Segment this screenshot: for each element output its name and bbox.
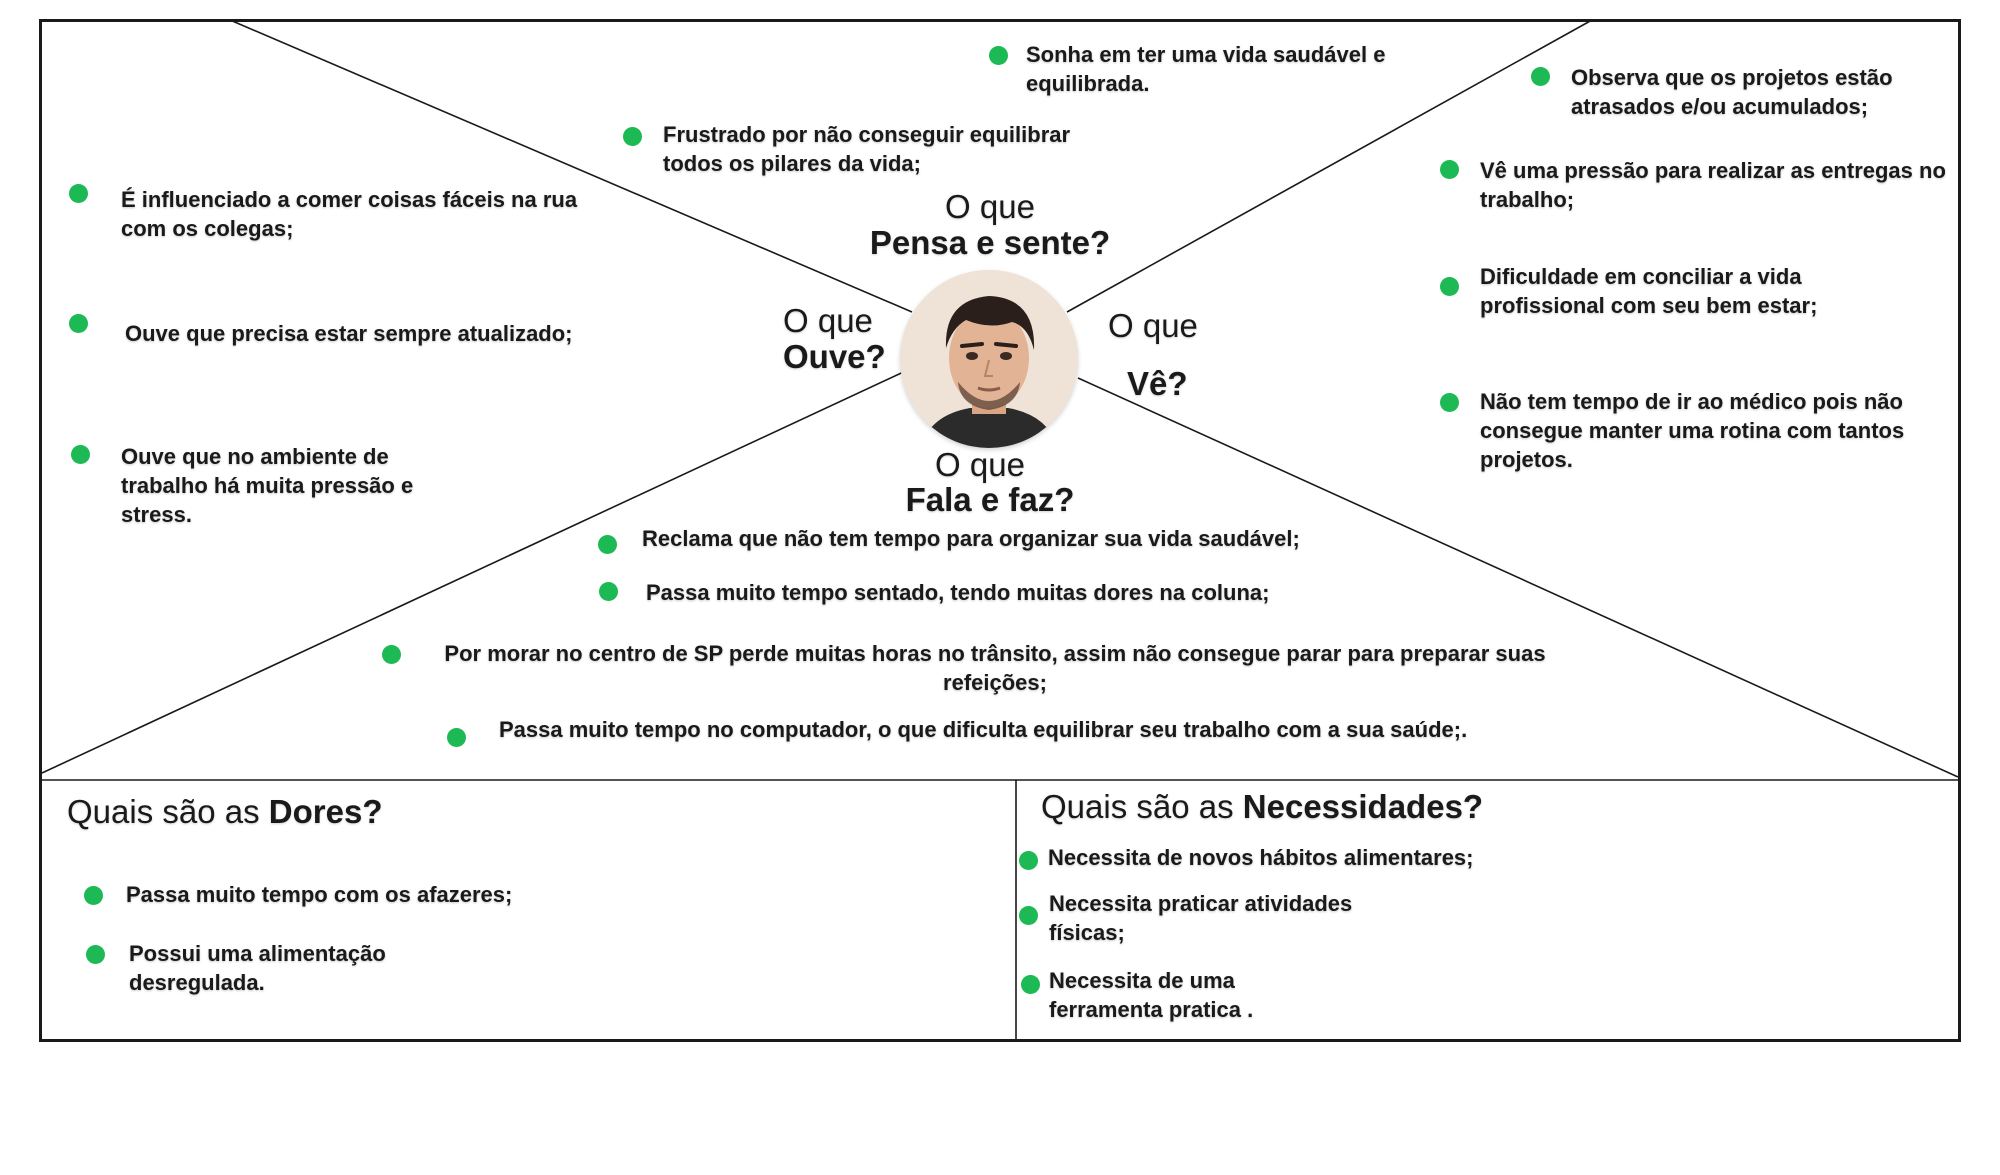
ve-heading-bold: Vê? [1127, 365, 1188, 402]
bullet-dot [84, 886, 103, 905]
necessidades-item: Necessita de novos hábitos alimentares; [1048, 845, 1474, 870]
bullet-dot [598, 535, 617, 554]
fala-heading-light: O que [935, 446, 1025, 483]
ouve-heading-bold: Ouve? [783, 338, 886, 375]
ouve-heading-light: O que [783, 302, 873, 339]
bullet-dot [69, 314, 88, 333]
pensa-item: Sonha em ter uma vida saudável e equilib… [1026, 42, 1386, 96]
dores-item: Possui uma alimentação desregulada. [129, 941, 386, 995]
fala-item: Passa muito tempo no computador, o que d… [499, 717, 1468, 742]
bullet-dot [69, 184, 88, 203]
ve-item: Dificuldade em conciliar a vida profissi… [1480, 264, 1818, 318]
dores-item: Passa muito tempo com os afazeres; [126, 882, 513, 907]
necessidades-item: Necessita praticar atividades físicas; [1049, 891, 1353, 945]
fala-item: Por morar no centro de SP perde muitas h… [444, 641, 1546, 695]
ouve-item: Ouve que no ambiente de trabalho há muit… [121, 444, 414, 527]
bullet-dot [1531, 67, 1550, 86]
ve-item: Não tem tempo de ir ao médico pois não c… [1480, 389, 1905, 472]
bullet-dot [1440, 160, 1459, 179]
necessidades-title: Quais são as Necessidades? [1041, 787, 1483, 827]
bullet-dot [989, 46, 1008, 65]
necessidades-title-light: Quais são as [1041, 788, 1234, 825]
pensa-heading-bold: Pensa e sente? [869, 224, 1111, 261]
bullet-dot [623, 127, 642, 146]
bullet-dot [447, 728, 466, 747]
bullet-dot [1019, 906, 1038, 925]
dores-title-bold: Dores? [268, 793, 383, 830]
dores-title-light: Quais são as [67, 793, 260, 830]
ouve-item: É influenciado a comer coisas fáceis na … [121, 187, 578, 241]
map-frame [39, 19, 1961, 1042]
bullet-dot [1019, 851, 1038, 870]
bullet-dot [382, 645, 401, 664]
ouve-item: Ouve que precisa estar sempre atualizado… [125, 321, 573, 346]
pensa-item: Frustrado por não conseguir equilibrar t… [663, 122, 1071, 176]
necessidades-item: Necessita de uma ferramenta pratica . [1049, 968, 1254, 1022]
dores-title: Quais são as Dores? [67, 792, 382, 832]
fala-item: Reclama que não tem tempo para organizar… [642, 526, 1300, 551]
pensa-heading-light: O que [945, 188, 1035, 225]
ve-heading-light: O que [1108, 307, 1198, 344]
fala-item: Passa muito tempo sentado, tendo muitas … [646, 580, 1270, 605]
ve-item: Observa que os projetos estão atrasados … [1571, 65, 1893, 119]
bullet-dot [86, 945, 105, 964]
necessidades-title-bold: Necessidades? [1242, 788, 1484, 825]
avatar [900, 270, 1078, 448]
fala-heading-bold: Fala e faz? [905, 481, 1075, 518]
ve-item: Vê uma pressão para realizar as entregas… [1480, 158, 1946, 212]
bullet-dot [599, 582, 618, 601]
bullet-dot [71, 445, 90, 464]
bullet-dot [1440, 393, 1459, 412]
bullet-dot [1440, 277, 1459, 296]
bullet-dot [1021, 975, 1040, 994]
person-portrait-icon [900, 270, 1078, 448]
